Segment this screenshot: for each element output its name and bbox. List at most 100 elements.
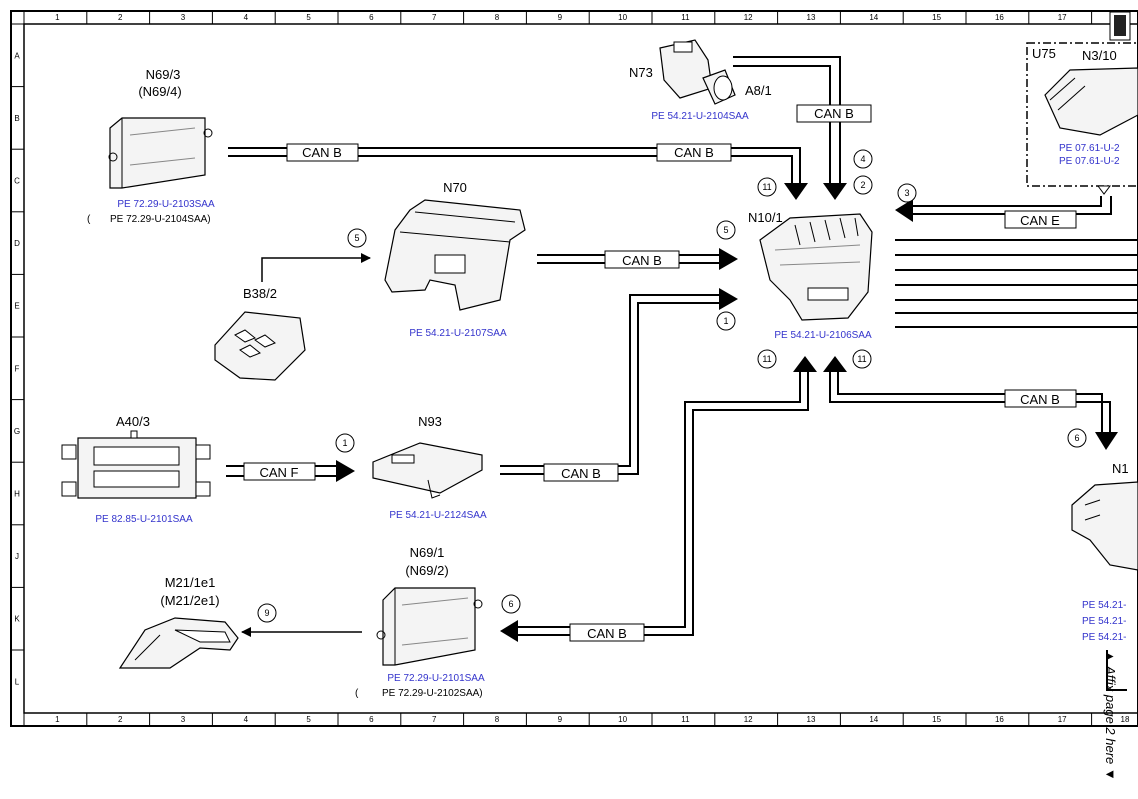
column-number-17-bottom: 17 <box>1058 715 1067 724</box>
n73-ignition-switch <box>659 39 736 105</box>
n69-2-ref-paren: ( <box>355 688 359 699</box>
n3-10-label: N3/10 <box>1082 48 1117 63</box>
n69-4-ref: PE 72.29-U-2104SAA) <box>110 214 211 225</box>
n69-2-ref: PE 72.29-U-2102SAA) <box>382 688 483 699</box>
b38-2-sensor <box>214 311 306 381</box>
n93-ref[interactable]: PE 54.21-U-2124SAA <box>389 510 487 521</box>
column-number-8-top: 8 <box>495 13 500 22</box>
n69-3-label: N69/3 <box>146 67 181 82</box>
column-number-6-bottom: 6 <box>369 715 374 724</box>
n69-1-label: N69/1 <box>410 545 445 560</box>
bus-label-can-b-5: CAN B <box>561 466 601 481</box>
m21-2e1-label: (M21/2e1) <box>160 593 219 608</box>
n1x-ref-1[interactable]: PE 54.21- <box>1082 600 1126 611</box>
column-number-3-bottom: 3 <box>181 715 186 724</box>
m21-mirror <box>118 617 239 669</box>
a8-1-label: A8/1 <box>745 83 772 98</box>
row-letter-a: A <box>14 51 20 60</box>
bus-bundle-right <box>895 239 1138 328</box>
n3-10-ref-2[interactable]: PE 07.61-U-2 <box>1059 156 1120 167</box>
callout-1a: 1 <box>342 438 347 448</box>
row-letter-c: C <box>14 177 20 186</box>
column-number-11-top: 11 <box>681 13 690 22</box>
bus-n73-to-n10-1 <box>733 56 847 200</box>
bus-can-e <box>895 196 1112 222</box>
column-number-1-bottom: 1 <box>55 715 60 724</box>
n69-1-module <box>376 587 483 666</box>
bus-label-can-b-7: CAN B <box>1020 392 1060 407</box>
column-number-13-top: 13 <box>807 13 816 22</box>
column-number-5-bottom: 5 <box>306 715 311 724</box>
callout-9: 9 <box>264 608 269 618</box>
n70-overhead-control <box>384 199 526 311</box>
n93-label: N93 <box>418 414 442 429</box>
bus-label-can-b-2: CAN B <box>674 145 714 160</box>
column-number-18-bottom: 18 <box>1121 715 1130 724</box>
n93-module <box>372 442 483 499</box>
column-number-13-bottom: 13 <box>807 715 816 724</box>
row-letter-h: H <box>14 490 20 499</box>
row-letter-l: L <box>15 677 20 686</box>
n69-2-label: (N69/2) <box>405 563 448 578</box>
n69-1-ref[interactable]: PE 72.29-U-2101SAA <box>387 673 485 684</box>
column-number-4-top: 4 <box>244 13 249 22</box>
column-number-17-top: 17 <box>1058 13 1067 22</box>
u75-ecu-box <box>1026 42 1138 187</box>
u75-label: U75 <box>1032 46 1056 61</box>
callout-11b: 11 <box>762 354 771 364</box>
column-number-3-top: 3 <box>181 13 186 22</box>
b38-2-label: B38/2 <box>243 286 277 301</box>
callout-5b: 5 <box>723 225 728 235</box>
row-letter-e: E <box>14 302 19 311</box>
column-number-9-bottom: 9 <box>558 715 563 724</box>
n10-1-module <box>759 213 873 321</box>
column-number-10-top: 10 <box>618 13 627 22</box>
bus-label-can-f: CAN F <box>260 465 299 480</box>
n73-ref[interactable]: PE 54.21-U-2104SAA <box>651 111 749 122</box>
row-letter-k: K <box>14 615 20 624</box>
document-corner-icon <box>1109 11 1131 41</box>
column-number-2-top: 2 <box>118 13 123 22</box>
callout-group: 1 1 2 3 4 5 5 6 6 9 11 11 11 <box>257 149 1087 623</box>
row-letter-f: F <box>15 364 20 373</box>
n69-3-module <box>108 117 213 189</box>
bus-label-can-b-4: CAN B <box>622 253 662 268</box>
callout-11c: 11 <box>857 354 866 364</box>
n70-ref[interactable]: PE 54.21-U-2107SAA <box>409 328 507 339</box>
column-number-14-bottom: 14 <box>869 715 878 724</box>
n73-label: N73 <box>629 65 653 80</box>
affix-page-note: ▲ Affix page 2 here ▼ <box>1103 650 1118 781</box>
bus-label-can-b-6: CAN B <box>587 626 627 641</box>
a40-3-ref[interactable]: PE 82.85-U-2101SAA <box>95 514 193 525</box>
m21-1e1-label: M21/1e1 <box>165 575 216 590</box>
bus-n93-to-n10-1 <box>500 288 738 475</box>
bus-label-can-b-3: CAN B <box>814 106 854 121</box>
column-number-10-bottom: 10 <box>618 715 627 724</box>
column-number-11-bottom: 11 <box>681 715 690 724</box>
n69-3-ref[interactable]: PE 72.29-U-2103SAA <box>117 199 215 210</box>
n70-label: N70 <box>443 180 467 195</box>
row-letter-b: B <box>14 114 19 123</box>
bus-label-can-b-1: CAN B <box>302 145 342 160</box>
bus-n10-1-to-n1x <box>823 356 1118 450</box>
row-letter-d: D <box>14 239 20 248</box>
callout-6a: 6 <box>508 599 513 609</box>
n10-1-ref[interactable]: PE 54.21-U-2106SAA <box>774 330 872 341</box>
callout-11a: 11 <box>762 182 771 192</box>
n1x-ref-2[interactable]: PE 54.21- <box>1082 616 1126 627</box>
n69-4-label: (N69/4) <box>138 84 181 99</box>
n1x-module-partial <box>1071 481 1138 571</box>
column-number-12-bottom: 12 <box>744 715 753 724</box>
bus-n69-3-to-n10-1 <box>228 147 808 200</box>
a40-3-display <box>61 430 211 499</box>
column-number-12-top: 12 <box>744 13 753 22</box>
column-number-16-bottom: 16 <box>995 715 1004 724</box>
n3-10-ref-1[interactable]: PE 07.61-U-2 <box>1059 143 1120 154</box>
callout-2: 2 <box>860 180 865 190</box>
n1x-ref-3[interactable]: PE 54.21- <box>1082 632 1126 643</box>
row-letter-j: J <box>15 552 19 561</box>
column-number-1-top: 1 <box>55 13 60 22</box>
bus-n10-1-to-n69-1 <box>500 356 817 642</box>
callout-1b: 1 <box>723 316 728 326</box>
